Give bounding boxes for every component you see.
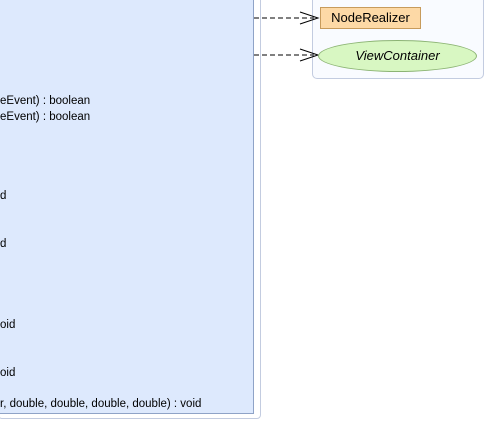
view-container-ellipse[interactable]: ViewContainer: [318, 40, 477, 72]
member-line-4: d: [0, 238, 7, 250]
node-realizer-box[interactable]: NodeRealizer: [320, 7, 421, 29]
member-line-6: oid: [0, 367, 16, 379]
member-line-5: oid: [0, 319, 16, 331]
dependency-edge-view-container: [254, 48, 320, 62]
member-line-2: eEvent) : boolean: [0, 111, 91, 123]
member-line-1: eEvent) : boolean: [0, 95, 91, 107]
dependency-edge-node-realizer: [254, 11, 320, 25]
member-line-7: r, double, double, double, double) : voi…: [0, 398, 202, 410]
member-separator: [0, 413, 254, 414]
member-line-3: d: [0, 190, 7, 202]
class-box[interactable]: [0, 0, 254, 414]
